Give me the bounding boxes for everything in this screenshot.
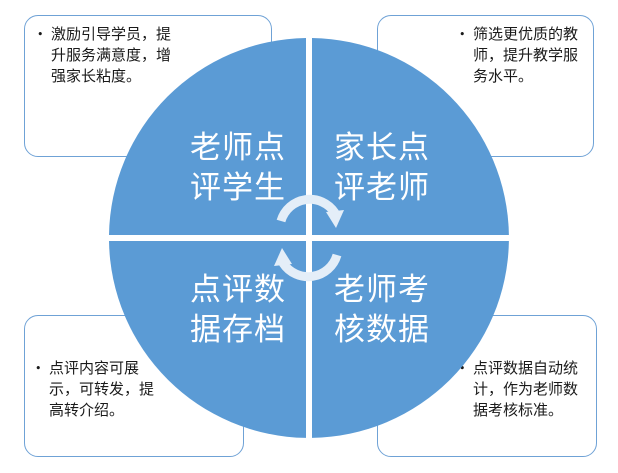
bullet-icon: • <box>35 362 42 375</box>
quadrant-shapes <box>109 38 509 438</box>
note-text: 点评数据自动统计，作为老师数据考核标准。 <box>473 359 579 419</box>
quadrant-label-top-left: 老师点评学生 <box>190 130 286 206</box>
quadrant-label-top-right: 家长点评老师 <box>334 130 430 206</box>
bullet-icon: • <box>37 28 44 41</box>
note-text: 筛选更优质的教师，提升教学服务水平。 <box>473 25 579 85</box>
bullet-icon: • <box>459 28 466 41</box>
note-text: 激励引导学员，提升服务满意度，增强家长粘度。 <box>51 25 172 85</box>
quadrant-bottom-right <box>312 241 509 438</box>
note-text: 点评内容可展示，可转发，提高转介绍。 <box>49 359 155 419</box>
quadrant-label-bottom-right: 老师考核数据 <box>334 272 430 348</box>
quadrant-top-right <box>312 38 509 235</box>
quadrant-top-left <box>109 38 306 235</box>
quadrant-label-bottom-left: 点评数据存档 <box>190 272 286 348</box>
cycle-arrows-icon <box>274 194 344 282</box>
quadrant-bottom-left <box>109 241 306 438</box>
bullet-icon: • <box>459 362 466 375</box>
